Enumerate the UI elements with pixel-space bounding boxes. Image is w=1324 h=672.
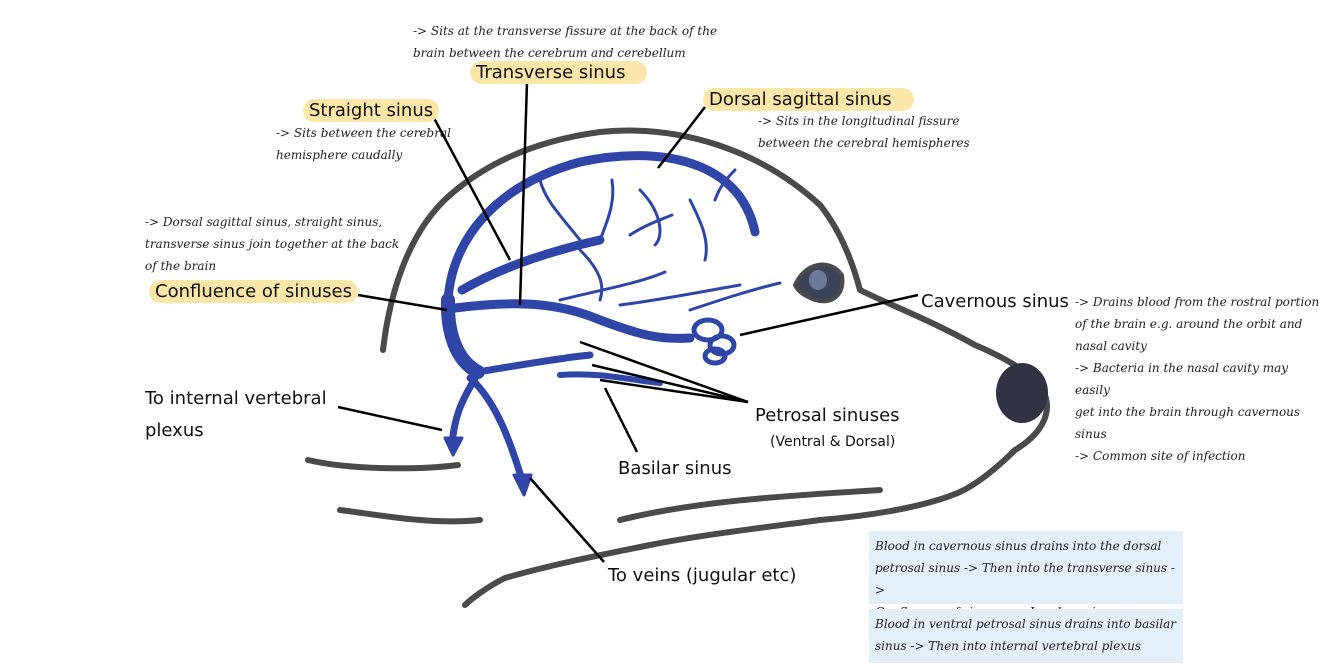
leader-to-veins <box>529 477 605 563</box>
jaw-line <box>305 457 461 472</box>
leader-lines <box>337 81 919 563</box>
cavernous-note-line: -> Drains blood from the rostral portion <box>1075 295 1320 309</box>
cavernous-loops <box>691 317 737 366</box>
straight-label-text: Straight sinus <box>303 99 440 122</box>
straight-note-line: -> Sits between the cerebral <box>276 126 451 140</box>
leader-vertebral <box>337 405 443 432</box>
petrosal-vessel <box>474 351 594 376</box>
petrosal-sub-label-text: (Ventral & Dorsal) <box>770 434 896 450</box>
nose <box>996 363 1048 423</box>
box-line: sinus -> Then into internal vertebral pl… <box>875 639 1141 653</box>
cavernous-note: -> Drains blood from the rostral portion… <box>1075 291 1324 467</box>
leader-cavernous <box>739 293 919 337</box>
confluence-note-line: -> Dorsal sagittal sinus, straight sinus… <box>145 215 383 229</box>
leader-petrosal-3 <box>599 378 749 404</box>
transverse-vessel <box>450 299 695 343</box>
confluence-label: Confluence of sinuses <box>149 280 359 303</box>
to-veins-label: To veins (jugular etc) <box>608 565 796 587</box>
dorsal-sagittal-note: -> Sits in the longitudinal fissure betw… <box>758 110 970 154</box>
petrosal-sub-label: (Ventral & Dorsal) <box>770 434 895 451</box>
leader-petrosal-1 <box>579 340 749 404</box>
internal-vertebral-label-line: plexus <box>145 420 204 441</box>
venous-sinuses <box>440 151 782 497</box>
basilar-vessel <box>557 371 663 386</box>
branch-vessels <box>538 168 782 312</box>
dorsal-sagittal-note-line: -> Sits in the longitudinal fissure <box>758 114 960 128</box>
transverse-note: -> Sits at the transverse fissure at the… <box>413 20 717 64</box>
leader-transverse <box>518 81 529 306</box>
straight-label: Straight sinus <box>303 99 440 122</box>
box-line: Blood in cavernous sinus drains into the… <box>875 539 1162 553</box>
eye <box>792 262 845 304</box>
straight-note: -> Sits between the cerebral hemisphere … <box>276 122 451 166</box>
box-line: petrosal sinus -> Then into the transver… <box>875 561 1175 597</box>
confluence-vessel <box>440 293 485 379</box>
jugular-vessel <box>466 374 526 484</box>
cavernous-label: Cavernous sinus <box>921 291 1069 313</box>
transverse-label: Transverse sinus <box>470 61 648 84</box>
cavernous-drainage-box: Blood in cavernous sinus drains into the… <box>869 531 1183 619</box>
dorsal-sagittal-note-line: between the cerebral hemispheres <box>758 136 970 150</box>
dorsal-sagittal-label: Dorsal sagittal sinus <box>703 88 914 111</box>
cavernous-label-text: Cavernous sinus <box>921 291 1069 312</box>
leader-basilar <box>603 387 639 453</box>
leader-petrosal-2 <box>591 363 749 404</box>
confluence-note-line: transverse sinus join together at the ba… <box>145 237 400 251</box>
petrosal-drainage-box: Blood in ventral petrosal sinus drains i… <box>869 609 1183 663</box>
to-veins-label-text: To veins (jugular etc) <box>608 565 797 586</box>
transverse-note-line: brain between the cerebrum and cerebellu… <box>413 46 686 60</box>
neck-lower-line <box>617 487 883 523</box>
internal-vertebral-label-line: To internal vertebral <box>145 388 327 409</box>
confluence-note: -> Dorsal sagittal sinus, straight sinus… <box>145 211 399 277</box>
leader-straight <box>432 117 512 261</box>
lower-neck-line <box>337 507 483 525</box>
leader-dorsal-sagittal <box>657 106 706 169</box>
confluence-note-line: of the brain <box>145 259 217 273</box>
basilar-label-text: Basilar sinus <box>618 458 732 479</box>
cavernous-note-line: -> Common site of infection <box>1075 449 1246 463</box>
confluence-label-text: Confluence of sinuses <box>149 280 359 303</box>
box-line: Blood in ventral petrosal sinus drains i… <box>875 617 1177 631</box>
arrow-vertebral <box>443 436 464 457</box>
straight-vessel <box>457 235 605 295</box>
basilar-label: Basilar sinus <box>618 458 731 480</box>
cavernous-note-line: -> Bacteria in the nasal cavity may easi… <box>1075 361 1288 397</box>
transverse-note-line: -> Sits at the transverse fissure at the… <box>413 24 718 38</box>
transverse-label-text: Transverse sinus <box>470 61 648 84</box>
petrosal-label-text: Petrosal sinuses <box>755 405 900 426</box>
vertebral-vessel <box>448 368 482 449</box>
internal-vertebral-label: To internal vertebral plexus <box>145 383 327 447</box>
petrosal-label: Petrosal sinuses <box>755 405 900 427</box>
cavernous-note-line: nasal cavity <box>1075 339 1147 353</box>
dorsal-sagittal-label-text: Dorsal sagittal sinus <box>703 88 914 111</box>
cavernous-note-line: of the brain e.g. around the orbit and <box>1075 317 1303 331</box>
arrow-jugular <box>512 473 533 497</box>
straight-note-line: hemisphere caudally <box>276 148 403 162</box>
cavernous-note-line: get into the brain through cavernous sin… <box>1075 405 1301 441</box>
leader-confluence <box>357 293 448 312</box>
